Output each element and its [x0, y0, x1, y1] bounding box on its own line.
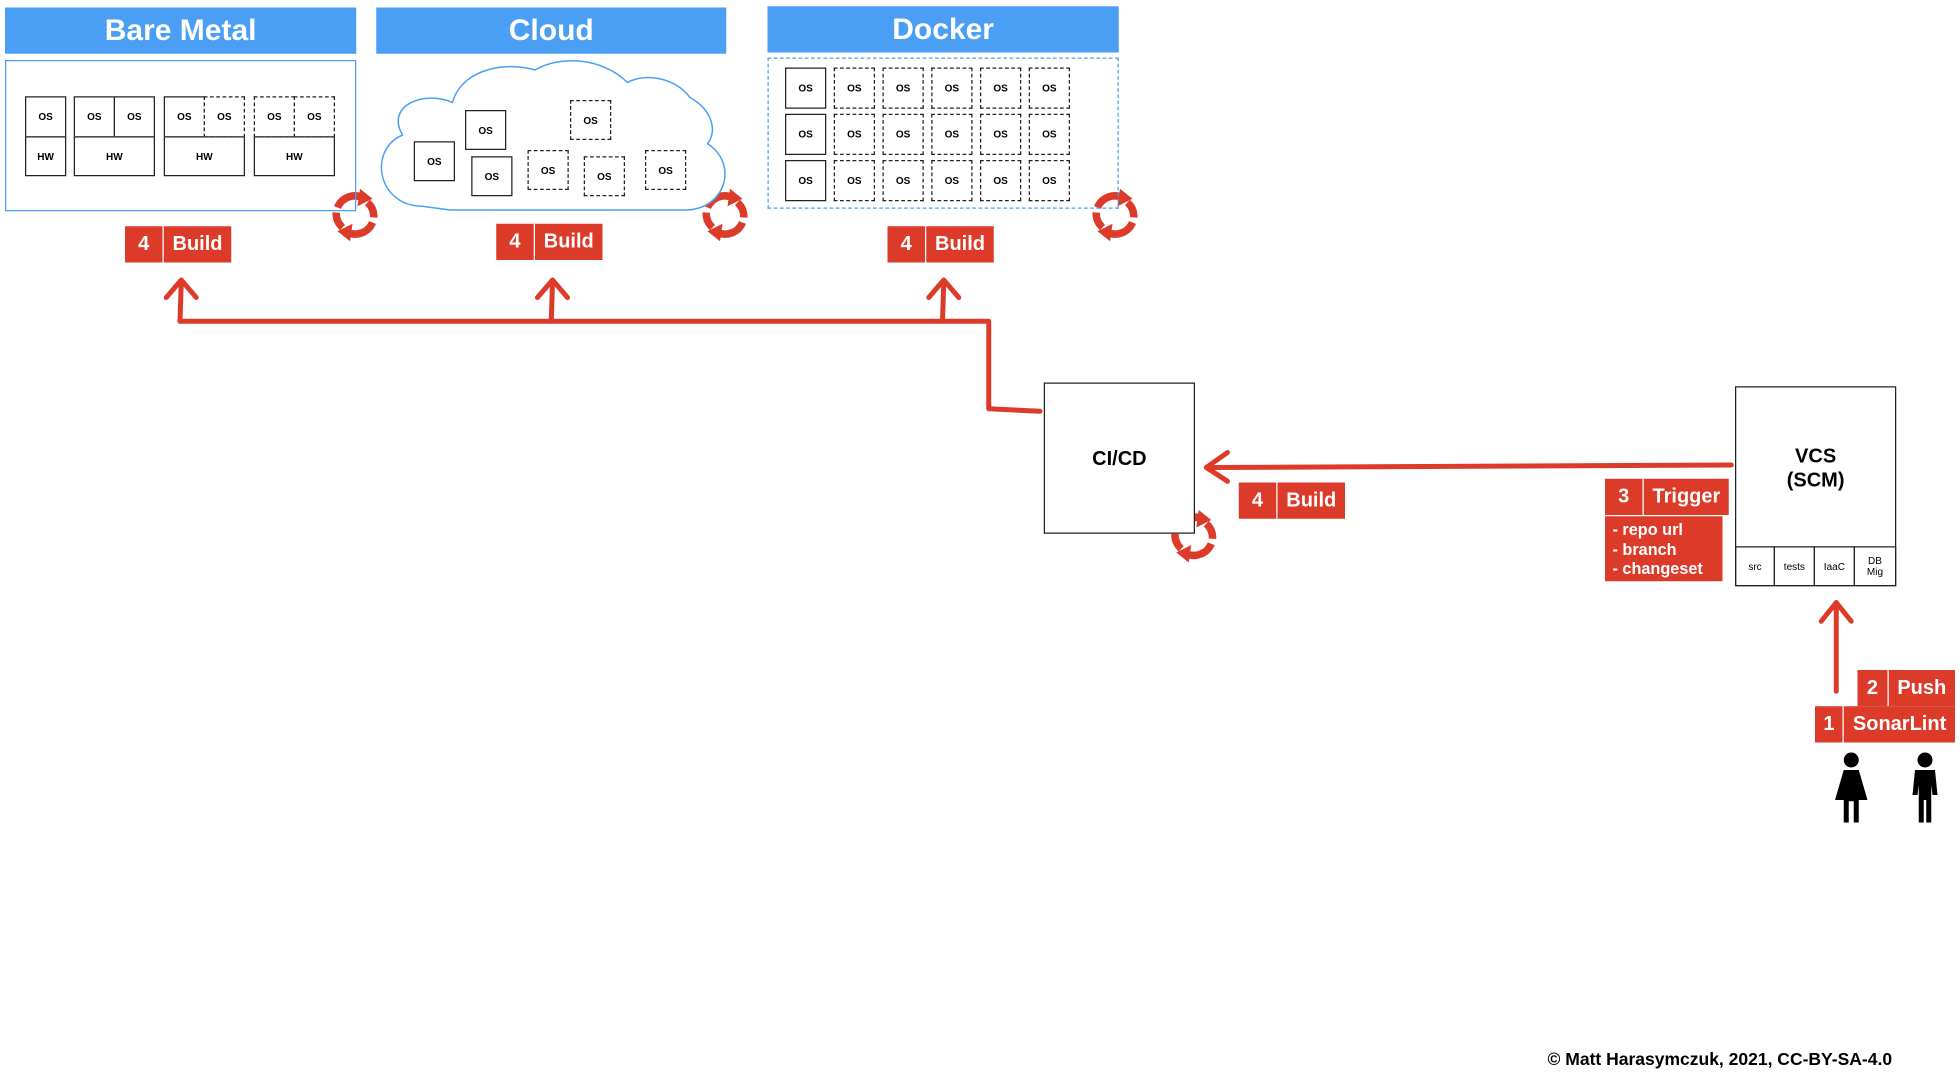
os-cell: OS [471, 156, 513, 197]
os-cell: OS [163, 96, 205, 138]
build-branch-bare-metal [177, 280, 184, 324]
hw-cell: HW [25, 136, 67, 177]
docker-frame [767, 57, 1119, 209]
build-branch-cloud [548, 280, 555, 324]
os-cell-virtual: OS [980, 67, 1022, 109]
os-cell: OS [465, 110, 507, 150]
cloud-title: Cloud [508, 13, 594, 47]
step-number: 4 [888, 226, 927, 263]
vcs-title-line1: VCS [1795, 446, 1837, 468]
os-cell: OS [785, 67, 827, 109]
os-cell: OS [785, 113, 827, 155]
os-cell-virtual: OS [645, 150, 687, 190]
arrow-up-icon [535, 277, 570, 300]
os-cell-virtual: OS [882, 67, 924, 109]
os-cell-virtual: OS [1028, 67, 1070, 109]
os-cell-virtual: OS [203, 96, 245, 138]
vcs-box: VCS (SCM) [1735, 386, 1897, 587]
step-number: 3 [1605, 478, 1644, 515]
os-cell-virtual: OS [980, 113, 1022, 155]
trigger-details: - repo url - branch - changeset [1605, 516, 1723, 582]
person-male-icon [1912, 752, 1938, 823]
person-female-icon [1835, 752, 1868, 823]
refresh-cycle-icon [332, 188, 378, 242]
arrow-up-icon [163, 277, 199, 300]
os-cell-virtual: OS [980, 160, 1022, 202]
build-badge-cloud: 4 Build [496, 223, 603, 260]
cicd-box: CI/CD [1043, 382, 1195, 534]
trigger-detail-repo-url: - repo url [1612, 520, 1683, 539]
build-badge-cicd: 4 Build [1238, 482, 1345, 519]
push-badge: 2 Push [1857, 670, 1955, 707]
os-cell-virtual: OS [833, 160, 875, 202]
os-cell-virtual: OS [1028, 160, 1070, 202]
vcs-title-line2: (SCM) [1786, 470, 1845, 492]
arrow-up-icon [1818, 600, 1854, 624]
cloud-header: Cloud [376, 7, 727, 54]
step-label: SonarLint [1852, 713, 1947, 735]
step-label: Build [935, 233, 985, 255]
sonarlint-badge: 1 SonarLint [1815, 706, 1955, 743]
step-label: Build [172, 233, 223, 255]
refresh-cycle-icon [1092, 188, 1138, 242]
os-cell-virtual: OS [931, 160, 973, 202]
step-number: 4 [125, 226, 164, 263]
cicd-to-environments-line [177, 318, 1043, 414]
copyright-text: © Matt Harasymczuk, 2021, CC-BY-SA-4.0 [1547, 1048, 1893, 1069]
build-badge-docker: 4 Build [887, 226, 994, 263]
step-number: 1 [1815, 706, 1845, 743]
step-label: Build [543, 230, 594, 252]
os-cell-virtual: OS [931, 113, 973, 155]
bare-metal-frame [5, 60, 357, 212]
step-label: Trigger [1652, 485, 1721, 507]
step-number: 4 [1239, 482, 1278, 519]
vcs-title: VCS (SCM) [1736, 445, 1895, 493]
os-cell: OS [413, 141, 455, 182]
os-cell-virtual: OS [833, 113, 875, 155]
vcs-to-cicd-line [1207, 462, 1734, 470]
vcs-slot-iaac: IaaC [1813, 546, 1855, 587]
hw-cell: HW [73, 136, 155, 177]
os-cell-virtual: OS [527, 150, 569, 190]
build-badge-bare-metal: 4 Build [125, 226, 232, 263]
vcs-slot-db-mig: DB Mig [1853, 546, 1897, 587]
os-cell-virtual: OS [583, 156, 625, 197]
os-cell-virtual: OS [1028, 113, 1070, 155]
docker-title: Docker [892, 11, 994, 46]
step-label: Build [1286, 489, 1337, 511]
os-cell-virtual: OS [882, 113, 924, 155]
refresh-cycle-icon [702, 188, 748, 242]
os-cell-virtual: OS [833, 67, 875, 109]
os-cell-virtual: OS [293, 96, 335, 138]
hw-cell: HW [163, 136, 245, 177]
os-cell-virtual: OS [570, 100, 612, 140]
bare-metal-header: Bare Metal [5, 7, 357, 54]
arrow-left-icon [1203, 450, 1230, 484]
bare-metal-title: Bare Metal [104, 13, 257, 47]
step-number: 4 [496, 223, 535, 260]
trigger-badge: 3 Trigger [1605, 478, 1730, 515]
os-cell: OS [785, 160, 827, 202]
trigger-detail-changeset: - changeset [1612, 558, 1703, 578]
build-branch-docker [940, 280, 947, 324]
docker-header: Docker [767, 6, 1119, 53]
hw-cell: HW [253, 136, 335, 177]
step-number: 2 [1858, 670, 1889, 707]
arrow-up-icon [926, 277, 962, 300]
trigger-detail-branch: - branch [1612, 539, 1677, 559]
os-cell-virtual: OS [882, 160, 924, 202]
os-cell-virtual: OS [253, 96, 295, 138]
vcs-slot-tests: tests [1773, 546, 1815, 587]
cicd-title: CI/CD [1092, 448, 1147, 470]
step-label: Push [1897, 676, 1947, 699]
os-cell: OS [113, 96, 155, 138]
vcs-slot-src: src [1735, 546, 1775, 587]
os-cell-virtual: OS [931, 67, 973, 109]
